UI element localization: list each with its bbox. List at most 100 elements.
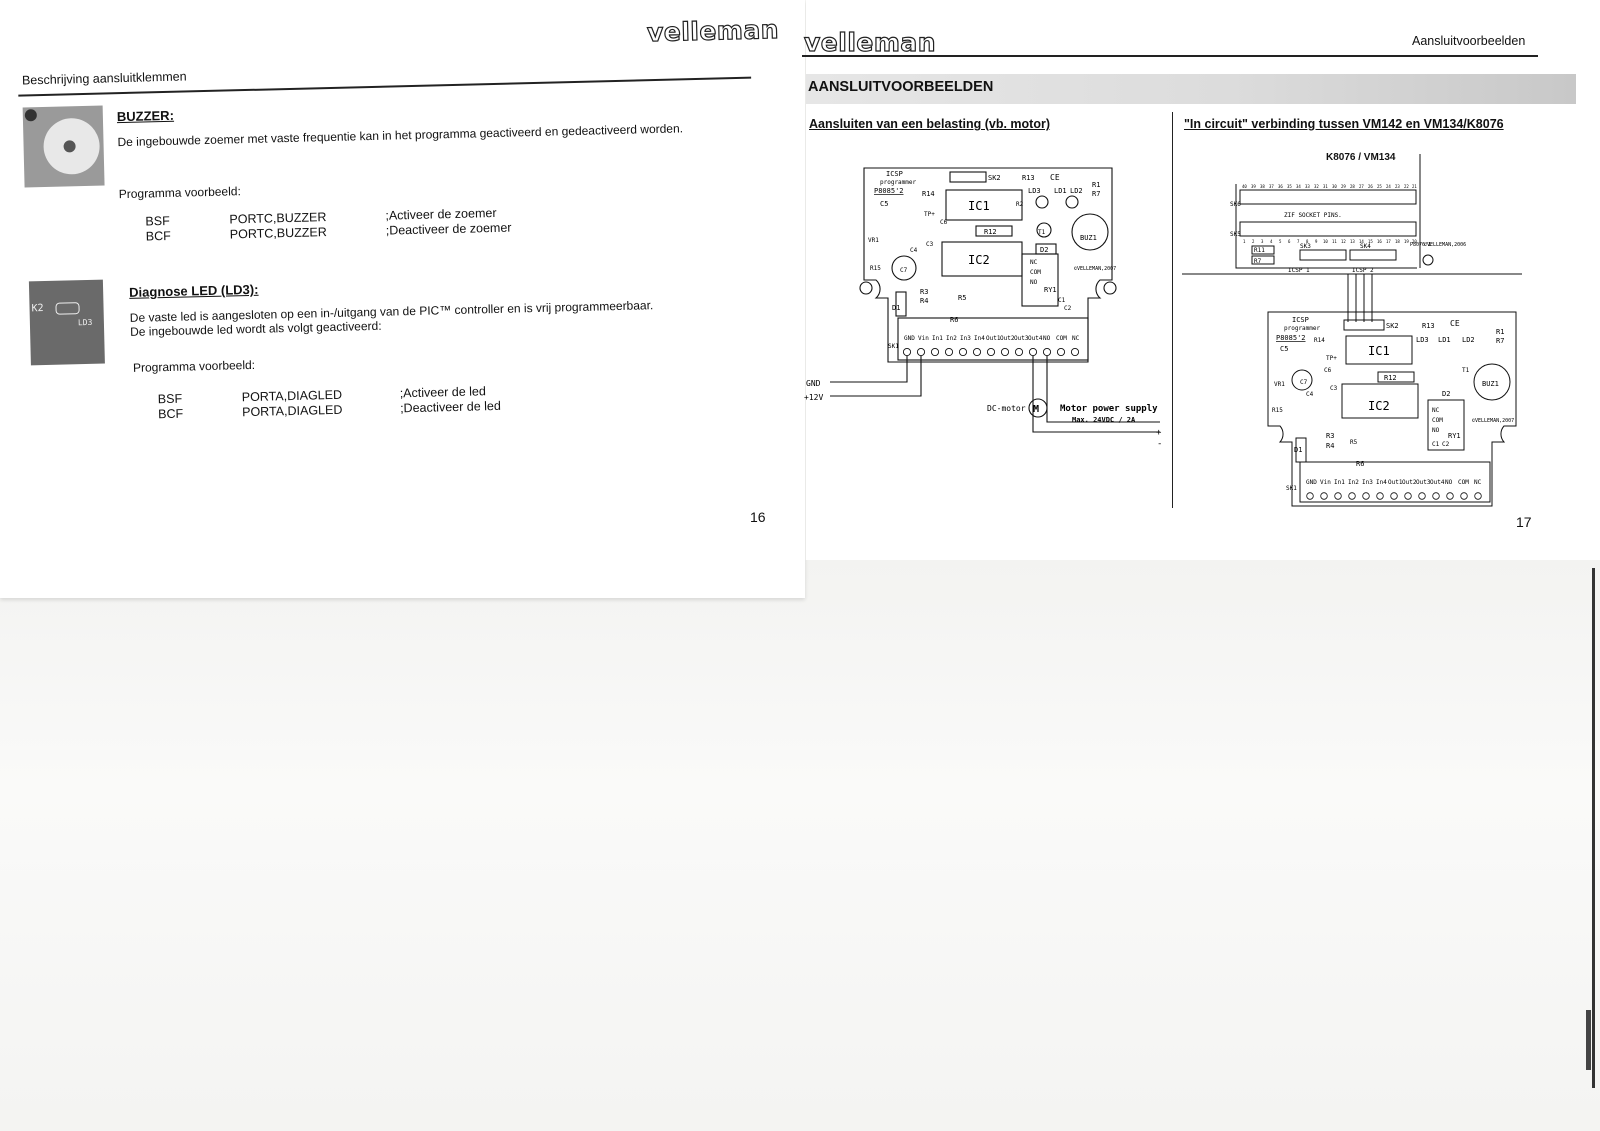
header-rule [802, 55, 1538, 57]
relay-pin-label: COM [1030, 269, 1041, 276]
terminal-label: NO [1445, 479, 1453, 486]
pin-number: 23 [1395, 184, 1400, 189]
sk2-label: SK2 [1386, 322, 1399, 330]
terminal-label: Out3 [1416, 479, 1431, 486]
pin-number: 40 [1242, 184, 1247, 189]
buzzer-photo [22, 105, 105, 188]
c7-label: C7 [1300, 379, 1308, 386]
pin-number: 17 [1386, 239, 1391, 244]
pin-number: 11 [1332, 239, 1337, 244]
programmer-label: programmer [1284, 325, 1321, 332]
c6-label: C6 [940, 219, 948, 226]
code-comment: ;Deactiveer de zoemer [385, 220, 512, 238]
terminal-label: COM [1458, 479, 1469, 486]
terminal-label: In1 [1334, 479, 1345, 486]
terminal-label: In1 [932, 335, 943, 342]
r1-label: R1 [1496, 328, 1504, 336]
c4-label: C4 [1306, 391, 1314, 398]
diagnose-led-photo: K2 LD3 [28, 279, 105, 366]
tp-label: TP+ [1326, 355, 1337, 362]
buzzer-example-label: Programma voorbeeld: [118, 184, 241, 202]
ld1-label: LD1 [1054, 187, 1067, 195]
code-comment: ;Activeer de led [399, 384, 487, 401]
pin-number: 21 [1412, 184, 1417, 189]
terminal-label: Vin [918, 335, 929, 342]
header-text: Aansluitvoorbeelden [1412, 34, 1526, 48]
t1-label: T1 [1038, 229, 1046, 236]
pin-number: 16 [1377, 239, 1382, 244]
pin-number: 28 [1350, 184, 1355, 189]
relay-pin-label: NO [1432, 427, 1440, 434]
pin-number: 13 [1350, 239, 1355, 244]
sk2-label: SK2 [988, 174, 1001, 182]
page-16-content: Beschrijving aansluitklemmen velleman BU… [0, 0, 818, 560]
terminal-label: Out1 [986, 335, 1001, 342]
diagnose-led-example-label: Programma voorbeeld: [132, 357, 256, 375]
pin-number: 25 [1377, 184, 1382, 189]
supply-spec: Max. 24VDC / 2A [1072, 416, 1136, 424]
r2-label: R2 [1016, 201, 1024, 208]
r5-label: R5 [958, 294, 966, 302]
pin-number: 7 [1297, 239, 1300, 244]
plus-label: + [1156, 428, 1162, 438]
ry1-label: RY1 [1448, 432, 1461, 440]
terminal-label: Out1 [1388, 479, 1403, 486]
pin-number: 10 [1323, 239, 1328, 244]
d2-label: D2 [1040, 246, 1048, 254]
terminal-label: In3 [1362, 479, 1373, 486]
c6-label: C6 [1324, 367, 1332, 374]
pin-number: 31 [1323, 184, 1328, 189]
terminal-label: NO [1043, 335, 1051, 342]
relay-pin-label: NC [1030, 259, 1038, 266]
board-id-label: P8076'1 [1410, 242, 1431, 248]
r1-label: R1 [1092, 181, 1100, 189]
ic1-label: IC1 [968, 199, 990, 213]
r3-label: R3 [1326, 432, 1334, 440]
sk5-label: SK5 [1230, 231, 1241, 238]
r5-label: R5 [1350, 439, 1358, 446]
sk3-label: SK3 [1300, 243, 1311, 250]
diagnose-led-title: Diagnose LED (LD3): [129, 281, 259, 300]
ce-mark: CE [1450, 319, 1460, 328]
sk1-label: SK1 [1286, 485, 1297, 492]
sk1-label: SK1 [888, 343, 899, 350]
r6-label: R6 [1356, 460, 1364, 468]
terminal-label: GND [904, 335, 915, 342]
r13-label: R13 [1422, 322, 1435, 330]
vr1-label: VR1 [868, 237, 879, 244]
r12-label: R12 [984, 228, 997, 236]
pin-number: 18 [1395, 239, 1400, 244]
thumb-label: LD3 [77, 317, 93, 328]
v12-label: +12V [804, 393, 823, 402]
pin-number: 29 [1341, 184, 1346, 189]
diagnose-led-description: De vaste led is aangesloten op een in-/u… [129, 298, 654, 325]
c5-label: C5 [880, 200, 888, 208]
thumb-label: K2 [31, 303, 44, 315]
code-instr: BCF [145, 228, 171, 244]
pin-number: 1 [1243, 239, 1246, 244]
pin-number: 22 [1404, 184, 1409, 189]
ld1-label: LD1 [1438, 336, 1451, 344]
back-sheet [0, 560, 1600, 1131]
gnd-label: GND [806, 379, 821, 388]
r14-label: R14 [922, 190, 935, 198]
terminal-label: COM [1056, 335, 1067, 342]
pin-number: 27 [1359, 184, 1364, 189]
r11-label: R11 [1254, 247, 1265, 254]
header-text: Beschrijving aansluitklemmen [21, 69, 187, 88]
t1-label: T1 [1462, 367, 1470, 374]
p8085-label: P8085'2 [1276, 334, 1306, 342]
page-16: Beschrijving aansluitklemmen velleman BU… [0, 0, 805, 598]
terminal-label: Out2 [1000, 335, 1015, 342]
motor-symbol: M [1033, 404, 1039, 415]
terminal-label: In3 [960, 335, 971, 342]
buz1-label: BUZ1 [1482, 380, 1499, 388]
code-instr: BSF [145, 213, 170, 229]
c3-label: C3 [1330, 385, 1338, 392]
pin-number: 33 [1305, 184, 1310, 189]
pin-number: 4 [1270, 239, 1273, 244]
velleman-logo: velleman [803, 27, 937, 57]
pin-number: 20 [1412, 239, 1417, 244]
pin-number: 35 [1287, 184, 1292, 189]
code-comment: ;Deactiveer de led [399, 398, 502, 416]
